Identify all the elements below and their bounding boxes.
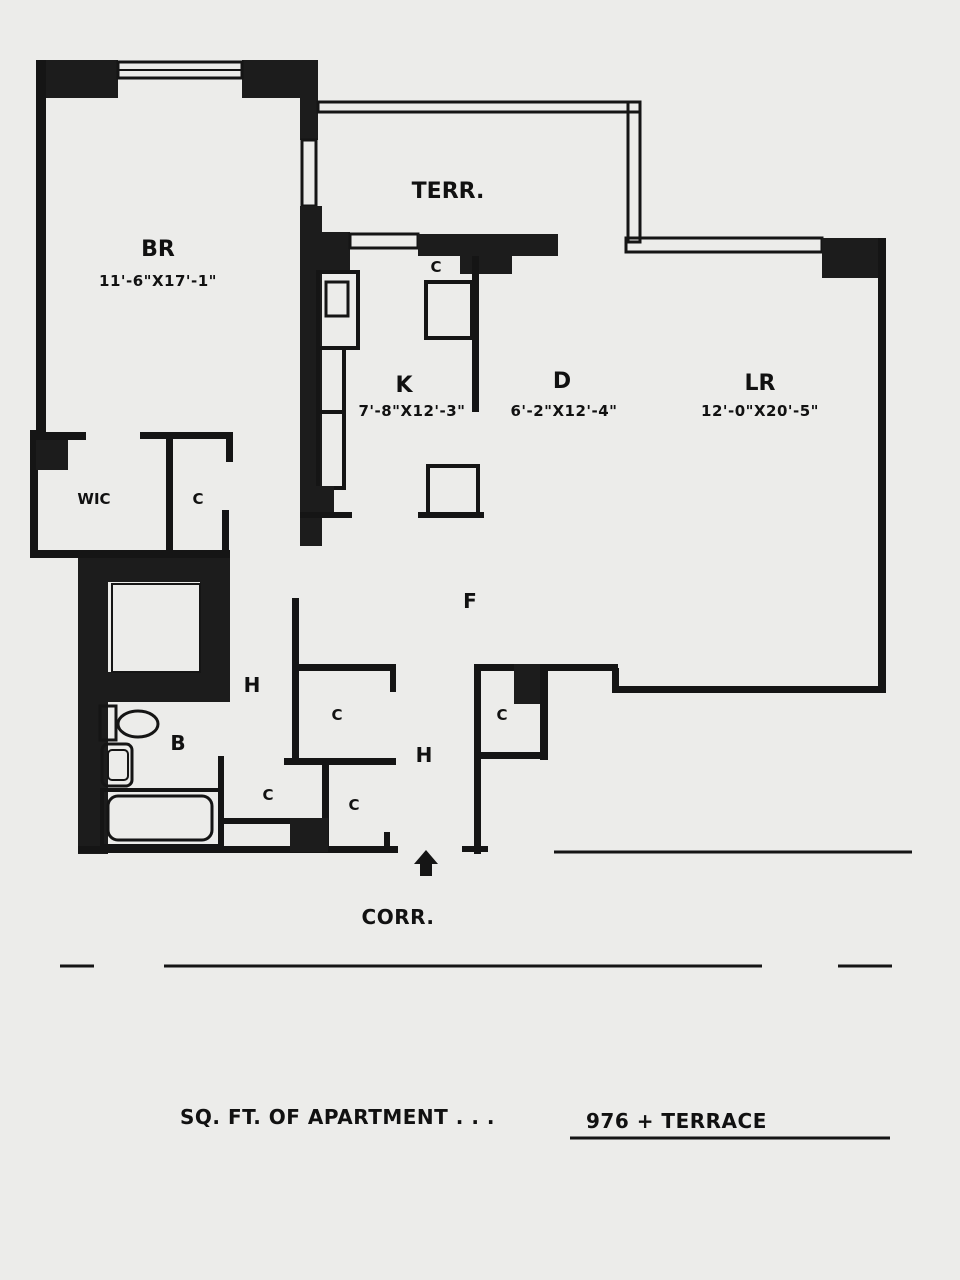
- living-room-walls: [462, 236, 886, 854]
- kitchen-walls: [300, 232, 558, 518]
- room-label-wic: WIC: [77, 490, 110, 508]
- footer-value: 976 + TERRACE: [586, 1109, 767, 1133]
- entry-arrow-icon: [414, 850, 438, 876]
- terrace-outline: [316, 100, 642, 244]
- closet-label: C: [430, 258, 441, 276]
- room-label-hall-2: H: [416, 743, 433, 767]
- bedroom-walls: [30, 60, 322, 558]
- room-label-living: LR: [745, 371, 776, 396]
- closet-label: C: [496, 706, 507, 724]
- closet-label: C: [331, 706, 342, 724]
- room-dims-kitchen: 7'-8"X12'-3": [358, 402, 465, 420]
- room-label-terrace: TERR.: [412, 179, 485, 204]
- room-label-bath: B: [170, 731, 185, 755]
- room-label-corridor: CORR.: [362, 905, 435, 929]
- room-label-dining: D: [553, 369, 571, 394]
- closet-label: C: [262, 786, 273, 804]
- closet-label: C: [348, 796, 359, 814]
- room-label-kitchen: K: [395, 373, 413, 398]
- room-dims-living: 12'-0"X20'-5": [701, 402, 819, 420]
- room-label-foyer: F: [463, 589, 477, 613]
- closet-label: C: [192, 490, 203, 508]
- room-label-br: BR: [141, 237, 175, 262]
- bath-hall-walls: [78, 558, 398, 854]
- room-dims-br: 11'-6"X17'-1": [99, 272, 217, 290]
- room-dims-dining: 6'-2"X12'-4": [510, 402, 617, 420]
- room-label-hall-1: H: [244, 673, 261, 697]
- footer-label: SQ. FT. OF APARTMENT . . .: [180, 1105, 495, 1129]
- corridor-lines: [60, 850, 912, 968]
